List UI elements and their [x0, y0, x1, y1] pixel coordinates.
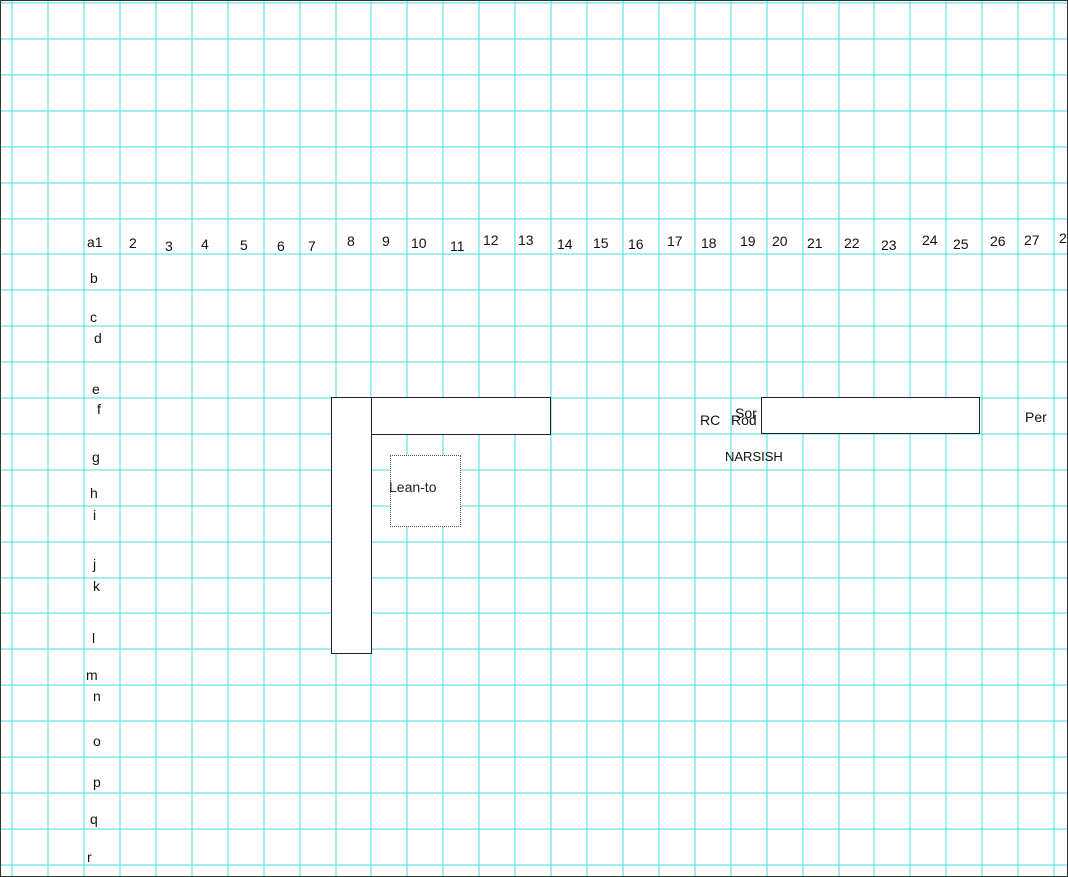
row-label: k [93, 578, 100, 594]
row-label: p [93, 774, 101, 790]
column-label: 15 [593, 235, 609, 251]
column-label: 24 [922, 232, 938, 248]
row-label: e [92, 381, 100, 397]
column-label: 8 [347, 233, 355, 249]
column-label: 22 [844, 235, 860, 251]
row-label: i [93, 507, 97, 523]
annotation-rod: Rod [731, 412, 757, 428]
row-label: l [92, 630, 96, 646]
wall-horizontal-block-right[interactable] [761, 397, 980, 434]
column-label: 12 [483, 232, 499, 248]
annotation-per: Per [1025, 409, 1047, 425]
column-label: 4 [201, 236, 209, 252]
wall-horizontal-block-left[interactable] [371, 397, 551, 435]
column-label: 25 [953, 236, 969, 252]
row-label: g [92, 449, 100, 465]
annotation-narsish: NARSISH [725, 449, 783, 464]
row-label: n [93, 688, 101, 704]
row-label: q [90, 811, 98, 827]
row-label: r [87, 849, 92, 865]
column-label: 23 [881, 237, 897, 253]
column-label: 7 [308, 238, 316, 254]
row-label: d [94, 330, 102, 346]
annotation-rc: RC [700, 412, 721, 428]
column-label: a1 [87, 234, 103, 250]
column-label: 2 [1059, 230, 1067, 246]
column-label: 16 [628, 236, 644, 252]
row-label: m [86, 667, 98, 683]
column-label: 17 [667, 233, 683, 249]
column-label: 21 [807, 235, 823, 251]
column-label: 5 [240, 237, 248, 253]
row-label: f [97, 401, 101, 417]
lean-to-label: Lean-to [389, 479, 437, 495]
row-label: b [90, 270, 98, 286]
row-label: h [90, 485, 98, 501]
row-label: c [90, 309, 97, 325]
lean-to-block[interactable] [390, 455, 461, 527]
column-label: 27 [1024, 232, 1040, 248]
column-label: 3 [165, 238, 173, 254]
column-label: 26 [990, 233, 1006, 249]
column-label: 13 [518, 232, 534, 248]
column-label: 9 [382, 233, 390, 249]
wall-vertical-block[interactable] [331, 397, 372, 654]
column-label: 2 [129, 235, 137, 251]
column-label: 20 [772, 233, 788, 249]
column-label: 11 [450, 238, 465, 254]
row-label: j [93, 556, 97, 572]
column-label: 10 [411, 235, 427, 251]
row-label: o [93, 733, 101, 749]
annotation-sor: Sor [735, 405, 757, 421]
column-label: 6 [277, 238, 285, 254]
column-label: 14 [557, 236, 573, 252]
column-label: 18 [701, 235, 717, 251]
column-label: 19 [740, 233, 756, 249]
